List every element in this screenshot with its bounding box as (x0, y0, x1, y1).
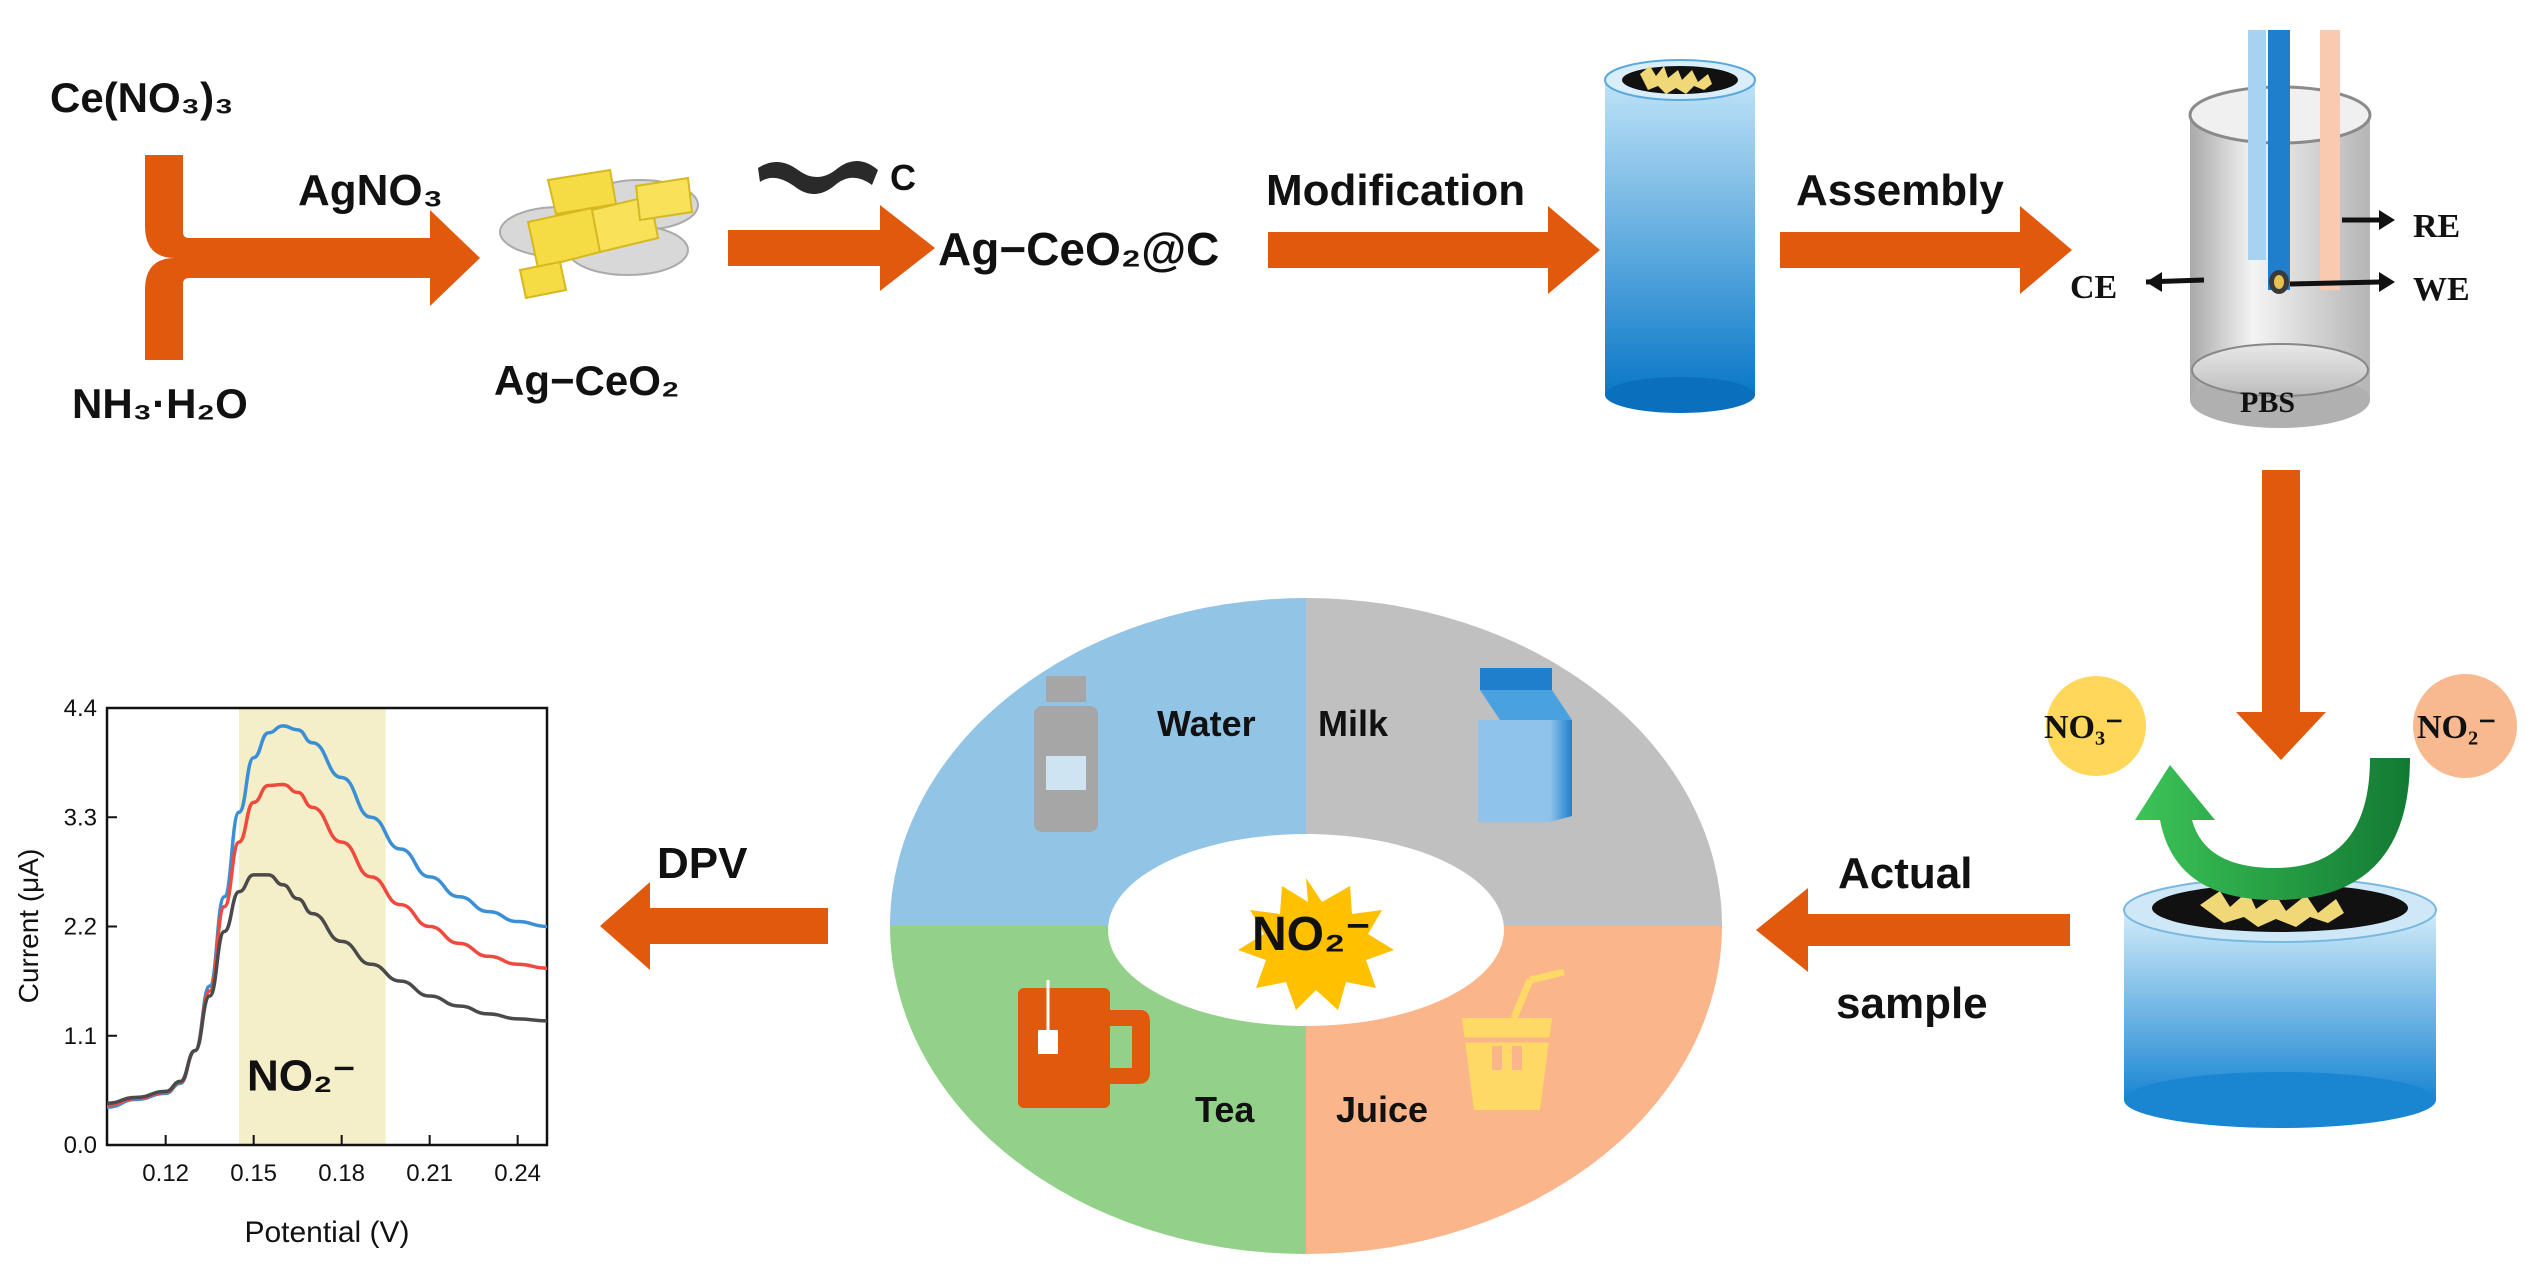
composite-label: Ag−CeO₂@C (938, 223, 1219, 275)
dpv-chart: 0.12 0.15 0.18 0.21 0.24 0.0 1.1 2.2 3.3 4.4 NO₂⁻… (13, 695, 549, 1249)
carbon-chain-icon (758, 160, 878, 194)
starburst-icon (1238, 878, 1394, 1010)
merge-arrow (145, 155, 480, 360)
x-axis-label: Potential (V) (244, 1216, 409, 1249)
ammonia-label: NH₃·H₂O (72, 380, 248, 427)
x-tick-label: 0.24 (494, 1160, 541, 1187)
juice-label: Juice (1336, 1089, 1428, 1130)
assembly-label: Assembly (1796, 166, 2004, 215)
no2-bubble-label: NO₂⁻ (2417, 709, 2496, 746)
y-tick-label: 2.2 (64, 914, 97, 941)
milk-label: Milk (1318, 703, 1389, 744)
conversion-arrow (2135, 758, 2410, 900)
highlight-band (239, 709, 386, 1144)
y-tick-label: 4.4 (64, 695, 97, 722)
arrow-dpv (600, 882, 828, 970)
electrode-cylinder-icon (1604, 59, 1756, 413)
juice-cup-icon (1460, 968, 1565, 1110)
x-tick-label: 0.15 (230, 1160, 277, 1187)
arrow-to-composite (728, 205, 935, 291)
no3-bubble-label: NO₃⁻ (2044, 709, 2123, 746)
pbs-label: PBS (2240, 386, 2295, 419)
arrow-assembly (1780, 206, 2072, 294)
dpv-curve-3 (106, 873, 548, 1106)
no2-bubble (2413, 674, 2517, 778)
tea-label: Tea (1195, 1089, 1255, 1130)
milk-carton-icon (1478, 668, 1572, 822)
arrow-down (2236, 470, 2326, 760)
re-label: RE (2413, 208, 2460, 245)
sample-label: sample (1836, 979, 1988, 1028)
modification-label: Modification (1266, 166, 1525, 215)
electrochemical-cell-icon (2145, 30, 2395, 428)
agno3-label: AgNO₃ (298, 166, 443, 215)
arrow-actual-sample (1756, 888, 2070, 972)
actual-label: Actual (1838, 849, 1972, 898)
y-axis-label: Current (μA) (13, 849, 44, 1004)
ce-nitrate-label: Ce(NO₃)₃ (50, 74, 234, 121)
water-label: Water (1157, 703, 1256, 744)
arrow-modification (1268, 206, 1600, 294)
carbon-label: C (890, 157, 916, 198)
sensing-electrode-icon (2123, 877, 2437, 1128)
nanoparticle-icon (499, 168, 699, 300)
ag-ceo2-label: Ag−CeO₂ (494, 357, 680, 404)
we-label: WE (2413, 271, 2470, 308)
x-tick-label: 0.18 (318, 1160, 365, 1187)
y-tick-label: 1.1 (64, 1023, 97, 1050)
x-tick-label: 0.12 (142, 1160, 189, 1187)
x-tick-label: 0.21 (406, 1160, 453, 1187)
mug-icon (1018, 980, 1150, 1108)
no3-bubble (2046, 676, 2146, 776)
y-tick-label: 0.0 (64, 1132, 97, 1159)
ce-electrode-label: CE (2070, 269, 2117, 306)
bottle-icon (1034, 676, 1098, 832)
y-tick-label: 3.3 (64, 804, 97, 831)
dpv-label: DPV (657, 839, 748, 888)
band-annotation: NO₂⁻ (247, 1051, 356, 1100)
center-analyte-label: NO₂⁻ (1252, 908, 1371, 961)
